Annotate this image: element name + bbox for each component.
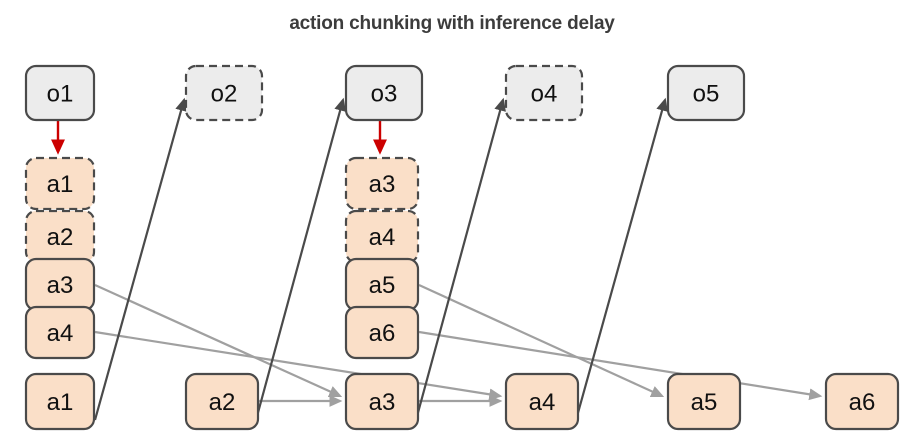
executed-node-e3-label: a3 [369,389,396,416]
chunk-node-c3a3-box[interactable] [344,156,420,211]
observation-edges-group [93,97,668,421]
chunk-node-c3a3-label: a3 [369,171,396,198]
observation-node-o1-box[interactable] [24,64,96,122]
chunk-node-c1a3-label: a3 [47,272,74,299]
execution-edges-group [94,283,823,407]
executed-node-e2[interactable]: a2 [184,372,260,431]
chunk-node-c3a6-box[interactable] [344,305,420,360]
observation-edge-e3-to-o4 [414,97,506,421]
executed-action-nodes-group: a1 a2 a3 a4 a5 a6 [24,372,900,431]
observation-node-o4-box[interactable] [504,64,584,122]
chunk-node-c3a6-label: a6 [369,320,396,347]
chunk-node-c3a5-label: a5 [369,272,396,299]
executed-node-e3[interactable]: a3 [344,372,420,431]
executed-node-e5-label: a5 [691,389,718,416]
observation-nodes-group: o1 o2 o3 o4 o5 [24,64,746,122]
observation-node-o5-box[interactable] [666,64,746,122]
chunk-node-c3a5[interactable]: a5 [344,257,420,312]
chunk-node-c1a1[interactable]: a1 [24,156,96,211]
observation-node-o4[interactable]: o4 [504,64,584,122]
chunk-one-nodes-group: a1 a2 a3 a4 [24,156,96,360]
observation-edge-e1-to-o2 [93,97,187,421]
observation-node-o1-label: o1 [47,81,74,108]
executed-node-e4-box[interactable] [504,372,580,431]
observation-node-o4-label: o4 [531,81,558,108]
chunk-node-c1a4[interactable]: a4 [24,305,96,360]
executed-node-e6-box[interactable] [824,372,900,431]
executed-node-e4[interactable]: a4 [504,372,580,431]
chunk-node-c1a1-box[interactable] [24,156,96,211]
execution-edge-c3a5-to-e5 [418,283,665,398]
observation-edge-e2-to-o3 [254,97,346,421]
chunk-node-c1a4-label: a4 [47,320,74,347]
executed-node-e6[interactable]: a6 [824,372,900,431]
chunk-node-c3a4-label: a4 [369,224,396,251]
chunk-node-c3a4[interactable]: a4 [344,209,420,264]
observation-node-o2-label: o2 [211,81,238,108]
executed-node-e6-label: a6 [849,389,876,416]
execution-edge-c3a6-to-e6 [418,330,823,401]
chunk-node-c1a1-label: a1 [47,171,74,198]
inference-edges-group [51,120,387,155]
chunk-node-c3a6[interactable]: a6 [344,305,420,360]
chunk-node-c1a3[interactable]: a3 [24,257,96,312]
execution-edge-c1a3-to-e3 [94,283,343,398]
executed-node-e4-label: a4 [529,389,556,416]
observation-edge-e4-to-o5 [574,97,668,421]
chunk-node-c3a4-box[interactable] [344,209,420,264]
executed-node-e1-box[interactable] [24,372,96,431]
execution-edge-c1a4-to-e4 [94,330,503,401]
observation-node-o5-label: o5 [693,81,720,108]
observation-node-o2-box[interactable] [184,64,264,122]
executed-node-e1-label: a1 [47,389,74,416]
chunk-node-c1a4-box[interactable] [24,305,96,360]
observation-node-o3[interactable]: o3 [344,64,424,122]
observation-node-o3-box[interactable] [344,64,424,122]
chunk-three-nodes-group: a3 a4 a5 a6 [344,156,420,360]
chunk-node-c1a2[interactable]: a2 [24,209,96,264]
executed-node-e5-box[interactable] [666,372,742,431]
executed-node-e3-box[interactable] [344,372,420,431]
observation-node-o5[interactable]: o5 [666,64,746,122]
observation-node-o3-label: o3 [371,81,398,108]
page-title: action chunking with inference delay [289,13,615,34]
executed-node-e2-box[interactable] [184,372,260,431]
chunk-node-c3a3[interactable]: a3 [344,156,420,211]
chunk-node-c1a2-label: a2 [47,224,74,251]
executed-node-e1[interactable]: a1 [24,372,96,431]
executed-node-e2-label: a2 [209,389,236,416]
executed-node-e5[interactable]: a5 [666,372,742,431]
observation-node-o2[interactable]: o2 [184,64,264,122]
observation-node-o1[interactable]: o1 [24,64,96,122]
